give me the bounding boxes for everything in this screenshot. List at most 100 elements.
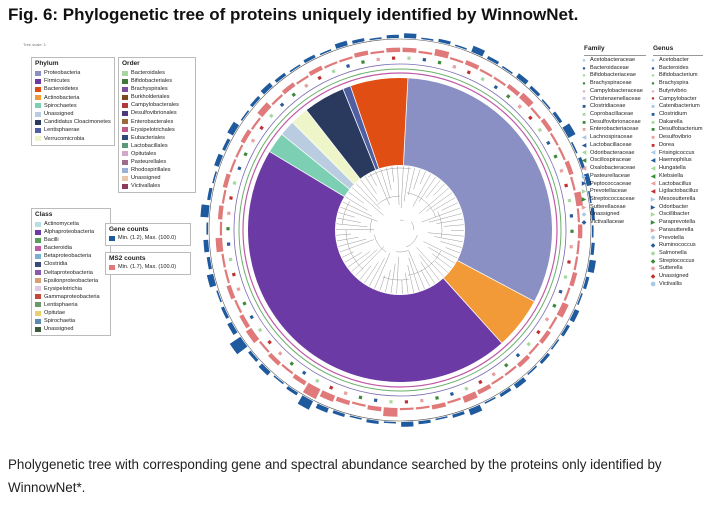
legend-swatch (35, 286, 41, 292)
gene-count-bar (516, 73, 529, 85)
gene-count-bar (220, 306, 230, 319)
legend-marker-icon: ◀ (650, 150, 656, 157)
genus-marker (361, 60, 365, 64)
ms2-bar (434, 48, 450, 59)
legend-item-label: Unassigned (44, 326, 74, 333)
legend-item-label: Lactobacillaceae (590, 141, 632, 148)
ms2-bar (570, 176, 576, 191)
legend-swatch (122, 151, 128, 157)
gene-count-bar (560, 324, 570, 337)
legend-item-label: Klebsiella (659, 172, 683, 179)
tree-branch (338, 212, 355, 218)
gene-count-bar (332, 410, 346, 418)
legend-item-label: Opitutae (44, 310, 66, 317)
gene-count-bar (590, 207, 595, 221)
genus-marker (567, 260, 571, 264)
gene-count-bar (207, 187, 213, 201)
legend-gene-counts: Gene counts Min. (1.2), Max. (100.0) (105, 223, 191, 246)
gene-count-bar (501, 65, 513, 74)
ms2-bar (477, 384, 492, 395)
figure-caption: Pholygenetic tree with corresponding gen… (8, 457, 662, 495)
genus-marker (242, 301, 247, 306)
genus-marker (277, 351, 283, 356)
gene-count-bar (550, 339, 560, 350)
gene-count-bar (539, 352, 551, 365)
legend-marker-icon: ■ (651, 104, 655, 111)
legend-item: ●Bacteroidaceae (581, 65, 643, 73)
legend-item-label: Proteobacteria (44, 70, 81, 76)
gene-count-bar (303, 54, 316, 64)
genus-marker (289, 361, 295, 366)
legend-swatch (35, 136, 41, 142)
legend-item-label: Erysipelotrichales (131, 126, 175, 133)
legend-item: ■Catenibacterium (650, 103, 703, 111)
legend-item-label: Dakarella (659, 118, 683, 125)
legend-marker-icon: ■ (651, 111, 655, 118)
legend-item: ■Clostridium (650, 111, 703, 119)
legend-item-label: Bacteroidales (131, 70, 165, 76)
gene-count-bar (274, 72, 287, 83)
tree-arc (367, 167, 411, 178)
gene-count-bar (527, 365, 538, 376)
genus-marker (358, 395, 363, 400)
gene-count-bar (349, 415, 362, 420)
ms2-count-range: Min. (1.7), Max. (100.0) (118, 264, 177, 270)
legend-swatch (35, 95, 41, 101)
tree-arc (396, 250, 408, 253)
phylum-sector (443, 260, 535, 343)
legend-item-label: Pasteurellales (131, 159, 167, 166)
legend-item-label: Desulfobacterium (659, 126, 703, 133)
sector-divider (342, 88, 377, 170)
tree-arc (406, 234, 418, 248)
ms2-bar (245, 327, 260, 344)
legend-item-label: Eubacteriales (131, 134, 165, 141)
legend-swatch (122, 143, 128, 149)
legend-item-label: Bifidobacterium (659, 72, 698, 79)
genus-marker (493, 84, 499, 90)
ms2-bar (234, 299, 243, 314)
legend-item-label: Bacteroidetes (44, 86, 79, 93)
legend-swatch (35, 270, 41, 276)
gene-baseline (208, 38, 592, 422)
legend-item: Burkholderiales (122, 93, 192, 101)
legend-item: ●Acetobacteraceae (581, 57, 643, 65)
legend-item-label: Bacteroidaceae (590, 64, 629, 71)
ms2-bar (539, 330, 551, 344)
legend-item: ■Coprobacillaceae (581, 111, 643, 119)
figure-title: Fig. 6: Phylogenetic tree of proteins un… (8, 5, 579, 24)
genus-marker (503, 363, 509, 368)
legend-item: Rhodospirillales (122, 166, 192, 174)
gene-count-range: Min. (1.2), Max. (100.0) (118, 235, 177, 241)
legend-marker-icon: ▶ (581, 204, 587, 211)
legend-item: ◀Lactobacillus (650, 181, 703, 189)
legend-marker-icon: ▶ (581, 196, 587, 203)
legend-item: Unassigned (122, 174, 192, 182)
legend-swatch (122, 94, 128, 100)
genus-marker (346, 64, 351, 69)
ms2-bar (296, 75, 309, 85)
legend-item-label: Desulfovibrio (659, 134, 692, 141)
legend-swatch (122, 119, 128, 125)
ms2-bar (292, 373, 307, 386)
tree-arc (410, 221, 415, 231)
legend-ms2-counts: MS2 counts Min. (1.7), Max. (100.0) (105, 252, 191, 275)
ms2-bar (449, 56, 464, 64)
gene-count-bar (401, 421, 414, 427)
legend-marker-icon: ● (651, 65, 655, 72)
legend-marker-icon: ◆ (650, 266, 656, 273)
sector-divider (292, 122, 355, 185)
ms2-bar (491, 375, 504, 385)
genus-marker (232, 181, 237, 185)
tree-branch (348, 191, 364, 204)
legend-item-label: Oscillibacter (659, 211, 690, 218)
tree-branch (418, 254, 440, 281)
genus-marker (420, 398, 424, 403)
tree-arc (407, 250, 442, 276)
legend-item-label: Streptococcaceae (590, 195, 635, 202)
genus-marker (391, 56, 396, 60)
legend-item-label: Deltaproteobacteria (44, 269, 93, 276)
tree-arc (377, 195, 401, 205)
ms2-bar (493, 76, 507, 87)
tree-scale-label: Tree scale: 1 (23, 42, 46, 47)
ms2-bar (518, 92, 534, 108)
